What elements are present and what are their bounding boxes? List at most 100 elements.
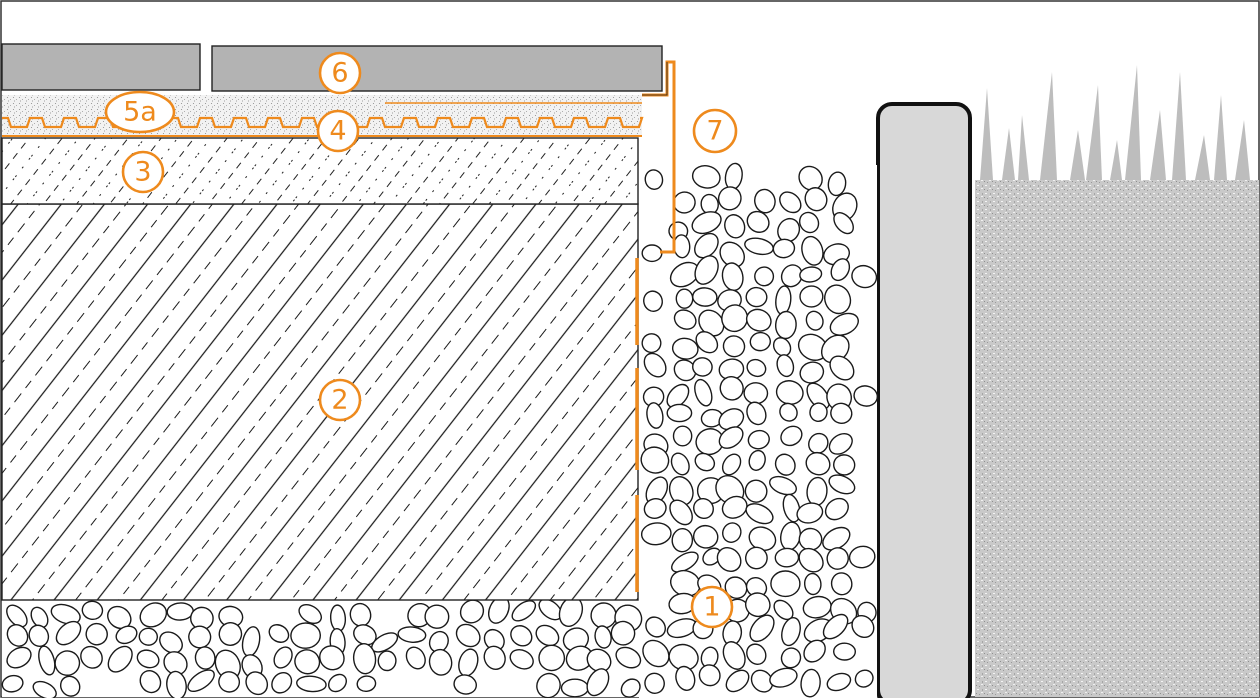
pebble [694, 452, 716, 472]
pebble [698, 664, 721, 687]
pebble [824, 284, 852, 315]
pebble [722, 641, 746, 670]
pebble [594, 625, 612, 649]
pebble [801, 235, 824, 266]
pebble [107, 645, 133, 673]
callout-6: 6 [318, 51, 362, 95]
pebble [692, 357, 713, 377]
pebble [693, 497, 714, 520]
pebble [188, 625, 212, 649]
pebble [671, 551, 699, 573]
pebble [745, 286, 768, 308]
callout-label: 4 [329, 116, 346, 147]
pebble [536, 672, 561, 698]
pebble [803, 572, 822, 596]
pebble [779, 402, 798, 422]
pebble [745, 546, 768, 570]
pebble [833, 642, 856, 661]
pebble [692, 287, 718, 307]
pebble [744, 479, 768, 503]
pebble-stones [1, 162, 879, 698]
pebble [809, 402, 828, 422]
pebble [798, 547, 824, 573]
pebble [717, 186, 742, 211]
pebble [746, 358, 767, 378]
pebble [115, 625, 138, 645]
pebble [769, 475, 797, 496]
pebble [81, 600, 104, 621]
pebble [139, 670, 162, 694]
pebble [166, 670, 187, 698]
pebble [769, 667, 798, 688]
pebble [719, 376, 744, 401]
pebble [854, 669, 874, 688]
pebble [187, 669, 215, 693]
pebble [643, 290, 663, 312]
pebble [6, 646, 32, 669]
pebble [675, 665, 696, 691]
pebble [670, 452, 690, 476]
pebble [749, 331, 771, 352]
pebble [799, 361, 825, 384]
pebble [826, 547, 849, 570]
pebble [829, 355, 855, 381]
pebble [669, 499, 693, 526]
pebble [692, 524, 719, 549]
pebble [774, 453, 796, 476]
pebble [538, 644, 566, 672]
pebble [377, 650, 397, 672]
pebble [830, 402, 853, 424]
pebble [620, 678, 641, 698]
pebble [428, 648, 453, 676]
pebble [746, 210, 770, 233]
pebble [754, 266, 775, 287]
pebble [644, 169, 664, 190]
pebble [32, 680, 57, 698]
pebble [827, 171, 847, 197]
pebble [245, 671, 269, 696]
pebble [218, 671, 241, 693]
pebble [671, 337, 699, 360]
pebble [719, 241, 745, 268]
callout-2: 2 [318, 378, 362, 422]
pebble [853, 385, 879, 407]
pebble [50, 603, 81, 625]
pebble [459, 599, 485, 624]
callout-label: 1 [703, 592, 720, 623]
callout-7: 7 [692, 108, 738, 154]
pebble [747, 429, 770, 450]
pebble [780, 647, 802, 669]
callout-3: 3 [121, 150, 165, 194]
pebble [298, 603, 323, 625]
pebble [722, 335, 746, 358]
pebble [163, 651, 188, 676]
pebble [586, 668, 610, 697]
pebble [218, 622, 243, 646]
pebble [643, 497, 667, 520]
pebble [405, 646, 426, 670]
pebble [6, 623, 29, 647]
pebble [781, 617, 801, 647]
pebble [666, 403, 693, 423]
pebble [30, 606, 49, 629]
pebble [851, 264, 878, 289]
pebble [455, 623, 481, 648]
callout-5a: 5a [104, 90, 176, 134]
pebble [1, 674, 24, 693]
pebble [721, 495, 748, 519]
pebble [804, 187, 828, 212]
pebble [780, 264, 803, 288]
pebble [799, 266, 823, 283]
pebble [830, 258, 851, 282]
pebble [673, 309, 697, 330]
pebble [833, 454, 856, 476]
pebble [136, 649, 160, 669]
pebble [643, 352, 667, 378]
pebble [356, 675, 377, 693]
soil-fill [975, 180, 1259, 697]
pebble [194, 646, 216, 670]
pebble [640, 522, 672, 546]
pebble [55, 620, 82, 646]
pebble [294, 649, 321, 675]
pebble [828, 474, 856, 495]
